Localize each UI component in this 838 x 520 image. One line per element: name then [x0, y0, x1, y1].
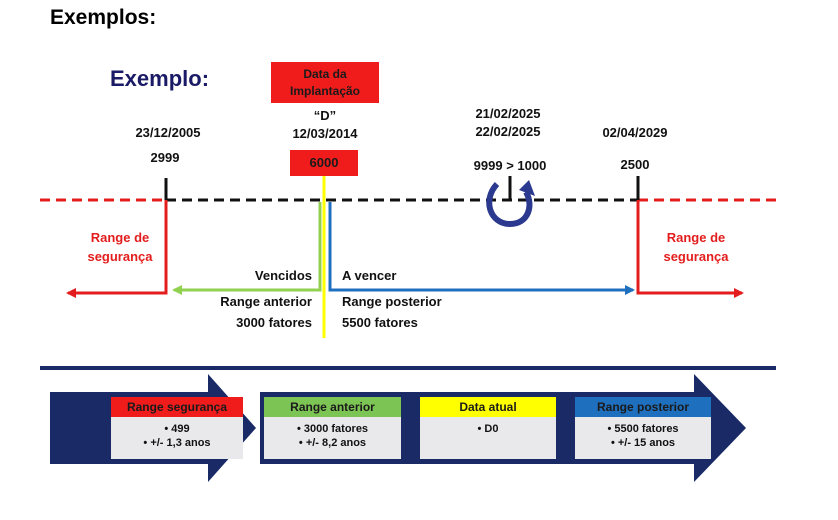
next-range-arrow	[328, 202, 635, 295]
mid-date-2: 22/02/2025	[475, 124, 541, 139]
summary-box-3-body: • 5500 fatores • +/- 15 anos	[575, 417, 711, 459]
next-range-label: Range posterior	[342, 294, 442, 309]
right-date: 02/04/2029	[602, 125, 668, 140]
implantation-date: 12/03/2014	[292, 126, 358, 141]
implantation-value-box: 6000	[290, 150, 358, 176]
rollover-icon	[486, 181, 533, 228]
summary-box-0-body: • 499 • +/- 1,3 anos	[111, 417, 243, 459]
summary-box-3-line-1: • +/- 15 anos	[610, 437, 676, 449]
summary-box-2-header: Data atual	[420, 397, 556, 417]
summary-box-3-header: Range posterior	[575, 397, 711, 417]
summary-box-1-line-0: • 3000 fatores	[296, 423, 369, 435]
security-range-left-arrow	[66, 200, 168, 298]
summary-box-0-line-0: • 499	[164, 423, 190, 435]
right-value: 2500	[620, 157, 650, 172]
expired-label: Vencidos	[254, 268, 312, 283]
left-value: 2999	[150, 150, 180, 165]
example-title: Exemplo:	[110, 66, 210, 91]
to-expire-label: A vencer	[342, 268, 397, 283]
summary-box-1-line-1: • +/- 8,2 anos	[298, 437, 367, 449]
summary-box-2-body: • D0	[420, 417, 556, 459]
summary-box-2-line-0: • D0	[477, 423, 499, 435]
mid-value: 9999 > 1000	[473, 158, 547, 173]
implantation-date-box: Data da Implantação	[271, 62, 379, 103]
summary-box-3-line-0: • 5500 fatores	[607, 423, 679, 435]
summary-box-0-header: Range segurança	[111, 397, 243, 417]
page-title: Exemplos:	[50, 6, 157, 29]
summary-box-1-header: Range anterior	[264, 397, 401, 417]
security-range-left-label: Range de segurança	[87, 230, 153, 264]
previous-range-count: 3000 fatores	[236, 315, 312, 330]
left-date: 23/12/2005	[135, 125, 201, 140]
security-range-right-arrow	[636, 200, 744, 298]
summary-box-1-body: • 3000 fatores • +/- 8,2 anos	[264, 417, 401, 459]
previous-range-arrow	[172, 202, 322, 295]
previous-range-label: Range anterior	[220, 294, 312, 309]
mid-date-1: 21/02/2025	[475, 106, 541, 121]
security-range-right-label: Range de segurança	[663, 230, 729, 264]
summary-box-0-line-1: • +/- 1,3 anos	[143, 437, 211, 449]
d-label: “D”	[313, 108, 337, 123]
next-range-count: 5500 fatores	[342, 315, 418, 330]
